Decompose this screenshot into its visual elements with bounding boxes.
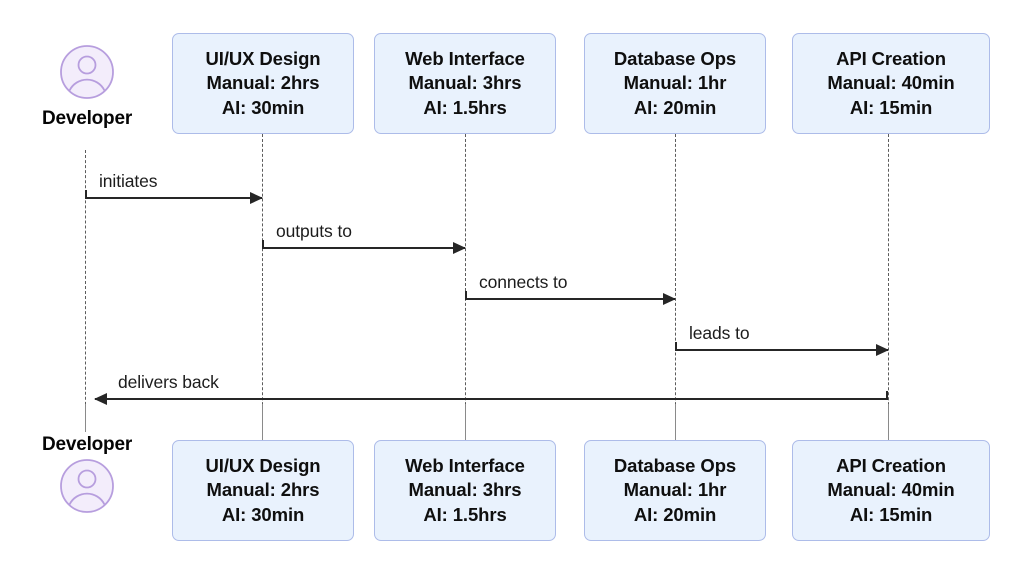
participant-ai-time: AI: 15min bbox=[849, 96, 933, 118]
arrowhead-right-icon bbox=[663, 292, 676, 305]
participant-box-ui-ux-design-top[interactable]: UI/UX Design Manual: 2hrs AI: 30min bbox=[172, 33, 354, 134]
message-line-connects-to[interactable] bbox=[465, 291, 676, 305]
lifeline-developer bbox=[85, 150, 86, 430]
participant-manual-time: Manual: 1hr bbox=[623, 479, 727, 501]
lifeline-stub-web-interface bbox=[465, 404, 466, 440]
message-line-delivers-back[interactable] bbox=[94, 391, 888, 405]
arrowhead-right-icon bbox=[453, 241, 466, 254]
actor-developer-bottom[interactable]: Developer bbox=[28, 434, 146, 519]
participant-title: Web Interface bbox=[405, 47, 525, 69]
message-tail bbox=[465, 291, 467, 300]
actor-label-top: Developer bbox=[41, 108, 133, 129]
lifeline-database-ops bbox=[675, 134, 676, 430]
participant-ai-time: AI: 1.5hrs bbox=[423, 503, 507, 525]
participant-box-database-ops-top[interactable]: Database Ops Manual: 1hr AI: 20min bbox=[584, 33, 766, 134]
message-line-initiates[interactable] bbox=[85, 190, 263, 204]
arrowhead-left-icon bbox=[94, 392, 107, 405]
participant-manual-time: Manual: 2hrs bbox=[206, 72, 320, 94]
message-label-outputs-to: outputs to bbox=[276, 221, 352, 241]
participant-ai-time: AI: 20min bbox=[633, 96, 717, 118]
message-tail bbox=[262, 240, 264, 249]
message-label-delivers-back: delivers back bbox=[118, 372, 219, 392]
arrowhead-right-icon bbox=[876, 343, 889, 356]
participant-title: Database Ops bbox=[613, 454, 737, 476]
participant-title: UI/UX Design bbox=[205, 454, 321, 476]
participant-box-web-interface-top[interactable]: Web Interface Manual: 3hrs AI: 1.5hrs bbox=[374, 33, 556, 134]
lifeline-ui-ux-design bbox=[262, 134, 263, 430]
lifeline-stub-api-creation bbox=[888, 404, 889, 440]
actor-label-bottom: Developer bbox=[41, 434, 133, 455]
lifeline-stub-ui-ux-design bbox=[262, 404, 263, 440]
message-line-leads-to[interactable] bbox=[675, 342, 889, 356]
participant-manual-time: Manual: 2hrs bbox=[206, 479, 320, 501]
participant-title: Web Interface bbox=[405, 454, 525, 476]
message-tail bbox=[85, 190, 87, 199]
participant-manual-time: Manual: 40min bbox=[827, 479, 955, 501]
participant-title: API Creation bbox=[836, 454, 946, 476]
lifeline-api-creation bbox=[888, 134, 889, 430]
participant-title: UI/UX Design bbox=[205, 47, 321, 69]
participant-box-api-creation-top[interactable]: API Creation Manual: 40min AI: 15min bbox=[792, 33, 990, 134]
user-avatar-icon bbox=[59, 458, 115, 519]
message-label-leads-to: leads to bbox=[689, 323, 750, 343]
participant-ai-time: AI: 30min bbox=[221, 96, 305, 118]
participant-box-web-interface-bottom[interactable]: Web Interface Manual: 3hrs AI: 1.5hrs bbox=[374, 440, 556, 541]
user-avatar-icon bbox=[59, 44, 115, 105]
participant-ai-time: AI: 1.5hrs bbox=[423, 96, 507, 118]
participant-manual-time: Manual: 40min bbox=[827, 72, 955, 94]
arrowhead-right-icon bbox=[250, 191, 263, 204]
participant-box-api-creation-bottom[interactable]: API Creation Manual: 40min AI: 15min bbox=[792, 440, 990, 541]
message-tail bbox=[886, 391, 888, 400]
message-tail bbox=[675, 342, 677, 351]
participant-title: Database Ops bbox=[613, 47, 737, 69]
lifeline-stub-database-ops bbox=[675, 404, 676, 440]
actor-developer-top[interactable]: Developer bbox=[28, 44, 146, 130]
participant-box-database-ops-bottom[interactable]: Database Ops Manual: 1hr AI: 20min bbox=[584, 440, 766, 541]
message-line-outputs-to[interactable] bbox=[262, 240, 466, 254]
lifeline-stub-developer bbox=[85, 404, 86, 432]
participant-ai-time: AI: 15min bbox=[849, 503, 933, 525]
participant-manual-time: Manual: 3hrs bbox=[408, 479, 522, 501]
message-label-connects-to: connects to bbox=[479, 272, 568, 292]
lifeline-web-interface bbox=[465, 134, 466, 430]
participant-manual-time: Manual: 1hr bbox=[623, 72, 727, 94]
participant-ai-time: AI: 30min bbox=[221, 503, 305, 525]
participant-manual-time: Manual: 3hrs bbox=[408, 72, 522, 94]
participant-ai-time: AI: 20min bbox=[633, 503, 717, 525]
message-label-initiates: initiates bbox=[99, 171, 158, 191]
participant-box-ui-ux-design-bottom[interactable]: UI/UX Design Manual: 2hrs AI: 30min bbox=[172, 440, 354, 541]
participant-title: API Creation bbox=[836, 47, 946, 69]
